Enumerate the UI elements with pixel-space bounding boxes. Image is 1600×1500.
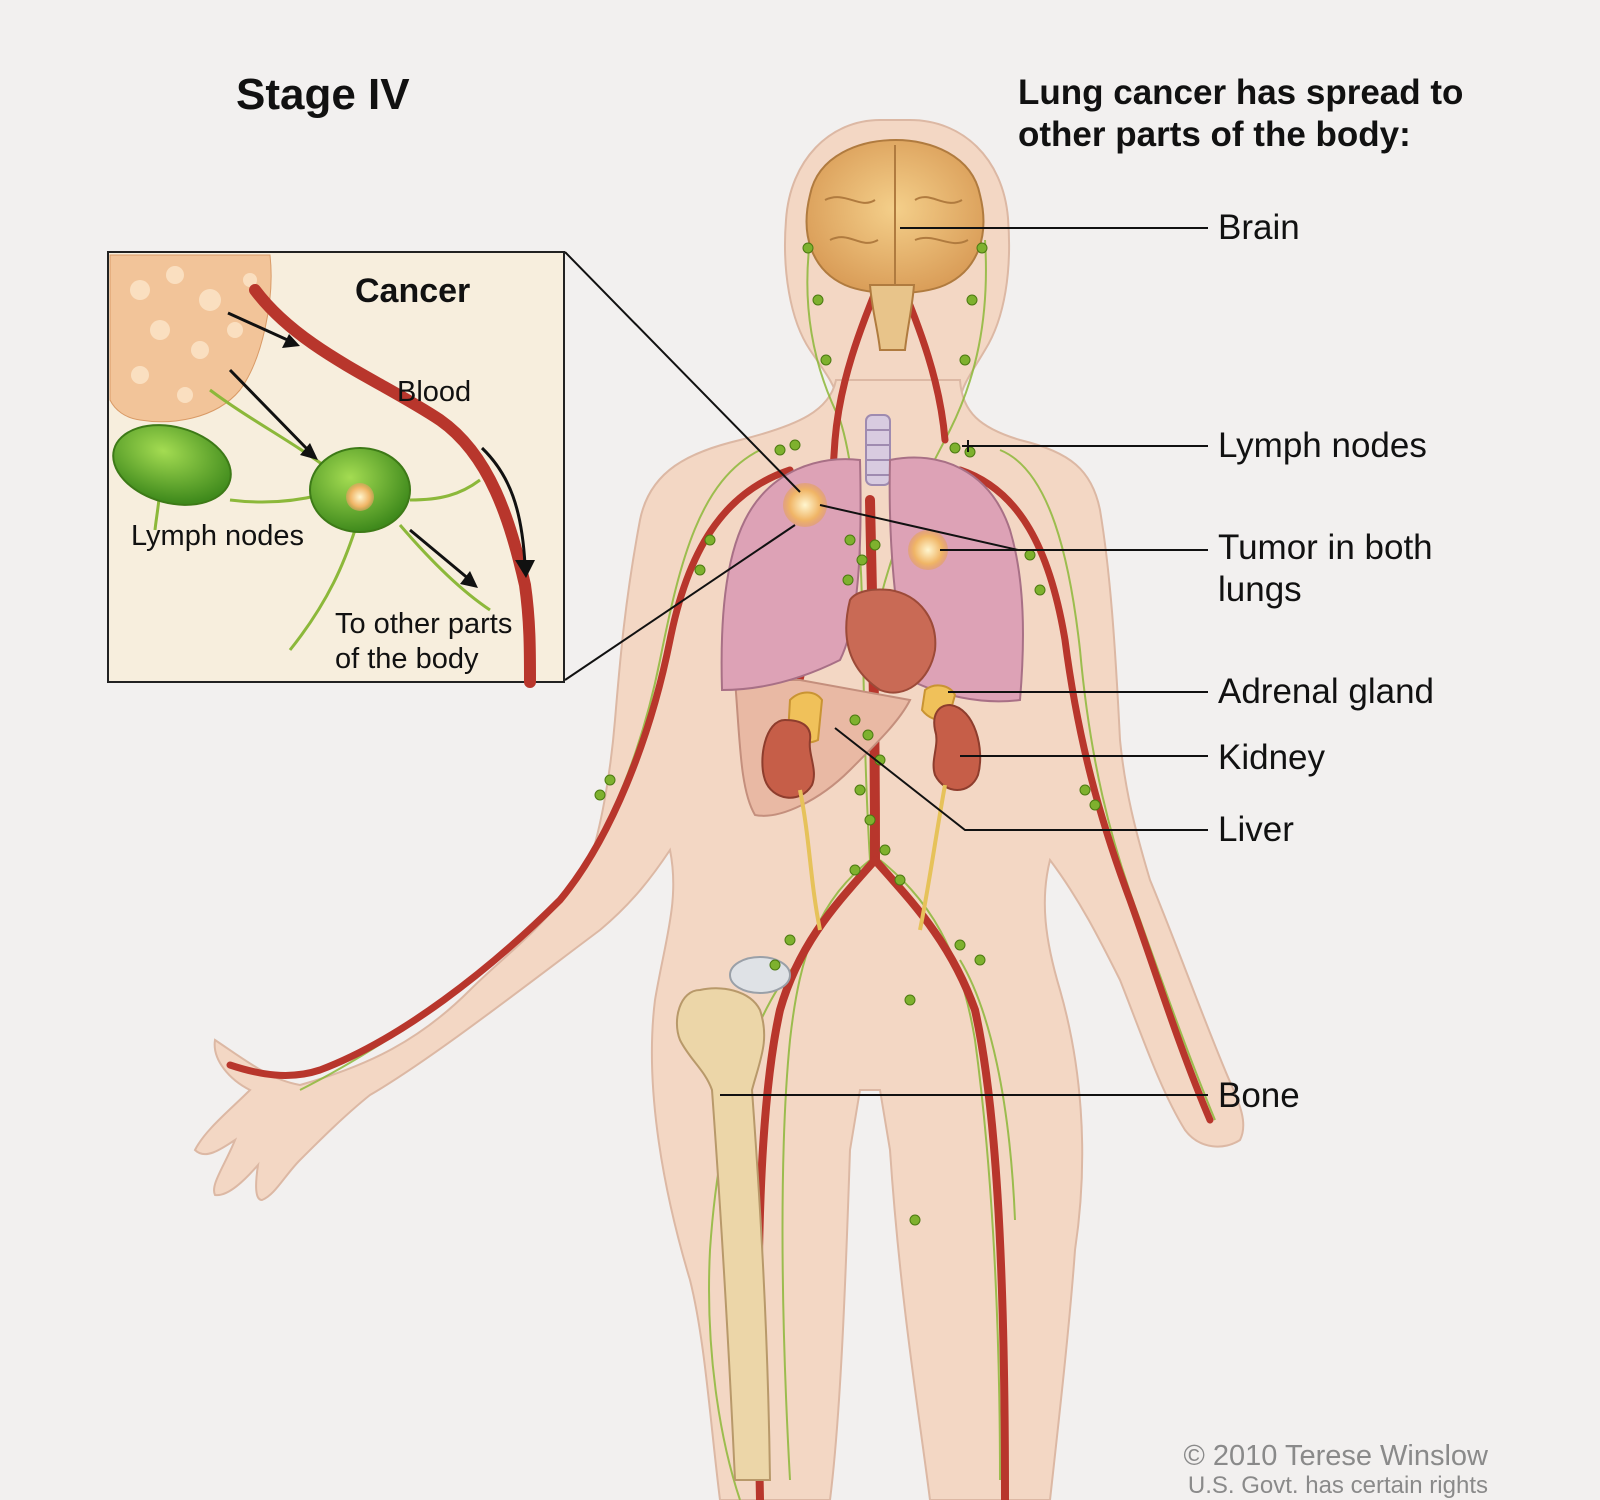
inset-label-blood: Blood bbox=[397, 376, 472, 408]
kidney-left bbox=[932, 703, 982, 791]
inset-panel bbox=[107, 251, 565, 688]
page-title: Stage IV bbox=[236, 70, 410, 119]
inset-node-tumor bbox=[346, 483, 374, 511]
tumor-right-lung bbox=[783, 483, 827, 527]
label-kidney: Kidney bbox=[1218, 738, 1326, 777]
kidney-right bbox=[761, 718, 815, 799]
inset-label-to-other-line1: To other parts bbox=[335, 608, 513, 640]
inset-label-lymph-nodes: Lymph nodes bbox=[131, 520, 305, 552]
copyright-line1: © 2010 Terese Winslow bbox=[1183, 1440, 1488, 1472]
label-bone: Bone bbox=[1218, 1076, 1300, 1115]
label-brain: Brain bbox=[1218, 208, 1300, 247]
inset-label-to-other-line2: of the body bbox=[335, 643, 479, 675]
label-tumor-line2: lungs bbox=[1218, 570, 1302, 609]
label-lymph-nodes: Lymph nodes bbox=[1218, 426, 1427, 465]
label-tumor-line1: Tumor in both bbox=[1218, 528, 1433, 567]
inset-blood-vessel bbox=[249, 284, 536, 688]
label-liver: Liver bbox=[1218, 810, 1294, 849]
copyright-notice: © 2010 Terese Winslow U.S. Govt. has cer… bbox=[1183, 1442, 1488, 1500]
leader-inset-top bbox=[564, 251, 801, 493]
heart bbox=[845, 588, 937, 694]
inset-lymph-node-left bbox=[112, 424, 232, 506]
inset-arrowheads bbox=[282, 334, 535, 588]
femur-bone bbox=[675, 987, 772, 1481]
trachea bbox=[865, 414, 891, 486]
ureters bbox=[798, 784, 947, 931]
inset-arrows bbox=[227, 311, 527, 582]
inset-label-cancer: Cancer bbox=[355, 272, 471, 310]
copyright-line2: U.S. Govt. has certain rights bbox=[1187, 1472, 1488, 1499]
brain bbox=[805, 138, 985, 351]
leader-lines bbox=[564, 227, 1208, 1096]
diagram-heading: Lung cancer has spread to other parts of… bbox=[1018, 73, 1464, 154]
leader-lymph-nodes bbox=[962, 440, 1208, 452]
leader-inset-bottom bbox=[564, 524, 796, 681]
lymph-node-dots bbox=[594, 242, 1101, 1226]
leader-liver bbox=[834, 727, 1208, 831]
label-adrenal-gland: Adrenal gland bbox=[1218, 672, 1434, 711]
tumor-left-lung bbox=[908, 530, 948, 570]
bladder bbox=[729, 956, 791, 994]
